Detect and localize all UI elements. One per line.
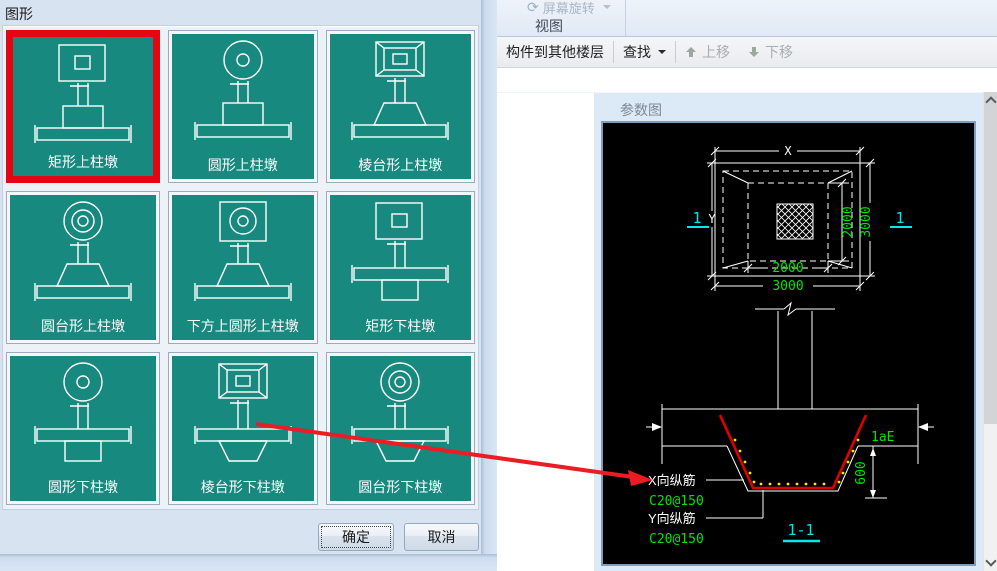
scrollbar-thumb[interactable] — [984, 92, 997, 424]
shape-picker-dialog: 图形 矩形上柱墩 — [0, 0, 497, 571]
square-round-upper-pier-icon — [194, 201, 292, 301]
tile-frustum-upper-pier[interactable]: 棱台形上柱墩 — [325, 30, 475, 183]
y-rebar-spec: C20@150 — [649, 532, 704, 547]
foundation-diagram: X Y 2000 3000 2000 3000 1 1 — [646, 144, 934, 547]
shape-groupbox: 矩形上柱墩 圆形上柱墩 — [2, 25, 479, 510]
arrow-down-icon — [749, 47, 759, 57]
round-lower-pier-icon — [34, 362, 132, 462]
tile-cone-lower-pier[interactable]: 圆台形下柱墩 — [325, 352, 475, 505]
x-rebar-label: X向纵筋 — [648, 473, 696, 488]
round-upper-pier-icon — [194, 40, 292, 140]
shape-grid: 矩形上柱墩 圆形上柱墩 — [6, 30, 475, 505]
depth-dim: 600 — [854, 461, 869, 484]
move-down-label: 下移 — [765, 44, 793, 60]
ok-button[interactable]: 确定 — [318, 523, 394, 551]
plan-outer-height-dim: 3000 — [859, 206, 874, 237]
tile-label: 棱台形上柱墩 — [358, 157, 443, 173]
tile-round-lower-pier[interactable]: 圆形下柱墩 — [6, 352, 160, 505]
dialog-frame — [481, 0, 497, 571]
tile-label: 矩形下柱墩 — [365, 318, 436, 334]
ribbon-separator — [625, 0, 626, 36]
tile-label: 棱台形下柱墩 — [200, 479, 285, 495]
plan-dim-x: X — [784, 144, 792, 158]
dialog-body: 图形 矩形上柱墩 — [0, 0, 481, 554]
tile-label: 矩形上柱墩 — [48, 154, 118, 170]
anchorage-label: 1aE — [871, 430, 894, 445]
toolbar-separator — [675, 41, 676, 63]
vertical-scrollbar[interactable] — [983, 92, 997, 571]
frustum-lower-pier-icon — [194, 363, 292, 462]
rect-upper-pier-icon — [34, 44, 132, 143]
chevron-down-icon — [602, 5, 611, 9]
ribbon-view-group: ⟳ 屏幕旋转 视图 — [497, 0, 997, 37]
screen-rotate-label: 屏幕旋转 — [542, 0, 595, 16]
section-mark-right: 1 — [895, 209, 904, 227]
rebar-line — [718, 414, 868, 490]
plan-outer-width-dim: 3000 — [772, 279, 803, 294]
to-other-floors-button[interactable]: 构件到其他楼层 — [497, 37, 613, 68]
move-up-label: 上移 — [702, 44, 730, 60]
to-other-floors-label: 构件到其他楼层 — [506, 44, 604, 60]
tile-label: 圆台形下柱墩 — [358, 479, 443, 495]
dialog-frame — [0, 554, 497, 571]
toolbar-separator — [613, 41, 614, 63]
parameter-diagram-panel: 参数图 — [595, 92, 983, 571]
move-up-button[interactable]: 上移 — [676, 37, 739, 68]
cancel-button[interactable]: 取消 — [404, 523, 479, 551]
x-rebar-spec: C20@150 — [649, 494, 704, 509]
y-rebar-label: Y向纵筋 — [648, 511, 696, 526]
panel-title: 参数图 — [620, 102, 662, 118]
rebar-dots — [733, 438, 860, 486]
move-down-button[interactable]: 下移 — [739, 37, 802, 68]
plan-inner-width-dim: 2000 — [772, 261, 803, 276]
empty-strip — [497, 68, 997, 92]
rect-lower-pier-icon — [351, 202, 449, 301]
secondary-toolbar: 构件到其他楼层 查找 上移 下移 — [497, 37, 997, 68]
tile-rect-upper-pier[interactable]: 矩形上柱墩 — [6, 30, 160, 183]
screen-rotate-icon: ⟳ — [527, 0, 539, 15]
tile-label: 下方上圆形上柱墩 — [186, 318, 299, 334]
arrow-up-icon — [686, 47, 696, 57]
section-mark-left: 1 — [692, 209, 701, 227]
ribbon-group-label-view: 视图 — [535, 18, 563, 34]
tile-round-upper-pier[interactable]: 圆形上柱墩 — [168, 30, 318, 183]
screen-rotate-button[interactable]: ⟳ 屏幕旋转 — [527, 0, 611, 17]
tile-frustum-lower-pier[interactable]: 棱台形下柱墩 — [168, 352, 318, 505]
tile-cone-upper-pier[interactable]: 圆台形上柱墩 — [6, 191, 160, 344]
dialog-title: 图形 — [5, 6, 33, 22]
plan-dim-y: Y — [708, 212, 716, 226]
scroll-down-icon[interactable] — [985, 555, 997, 567]
cone-lower-pier-icon — [351, 362, 449, 462]
tile-square-round-upper-pier[interactable]: 下方上圆形上柱墩 — [168, 191, 318, 344]
tile-label: 圆形下柱墩 — [48, 479, 118, 495]
cad-canvas: X Y 2000 3000 2000 3000 1 1 — [601, 121, 976, 566]
plan-inner-height-dim: 2000 — [841, 206, 856, 237]
tile-label: 圆台形上柱墩 — [41, 318, 125, 334]
cone-upper-pier-icon — [34, 201, 132, 301]
tile-rect-lower-pier[interactable]: 矩形下柱墩 — [325, 191, 475, 344]
empty-list-panel — [497, 92, 595, 571]
find-label: 查找 — [623, 44, 651, 60]
frustum-upper-pier-icon — [351, 41, 449, 140]
find-dropdown-button[interactable]: 查找 — [614, 37, 675, 68]
tile-label: 圆形上柱墩 — [207, 157, 278, 173]
chevron-down-icon — [658, 50, 666, 54]
section-title: 1-1 — [787, 521, 814, 539]
